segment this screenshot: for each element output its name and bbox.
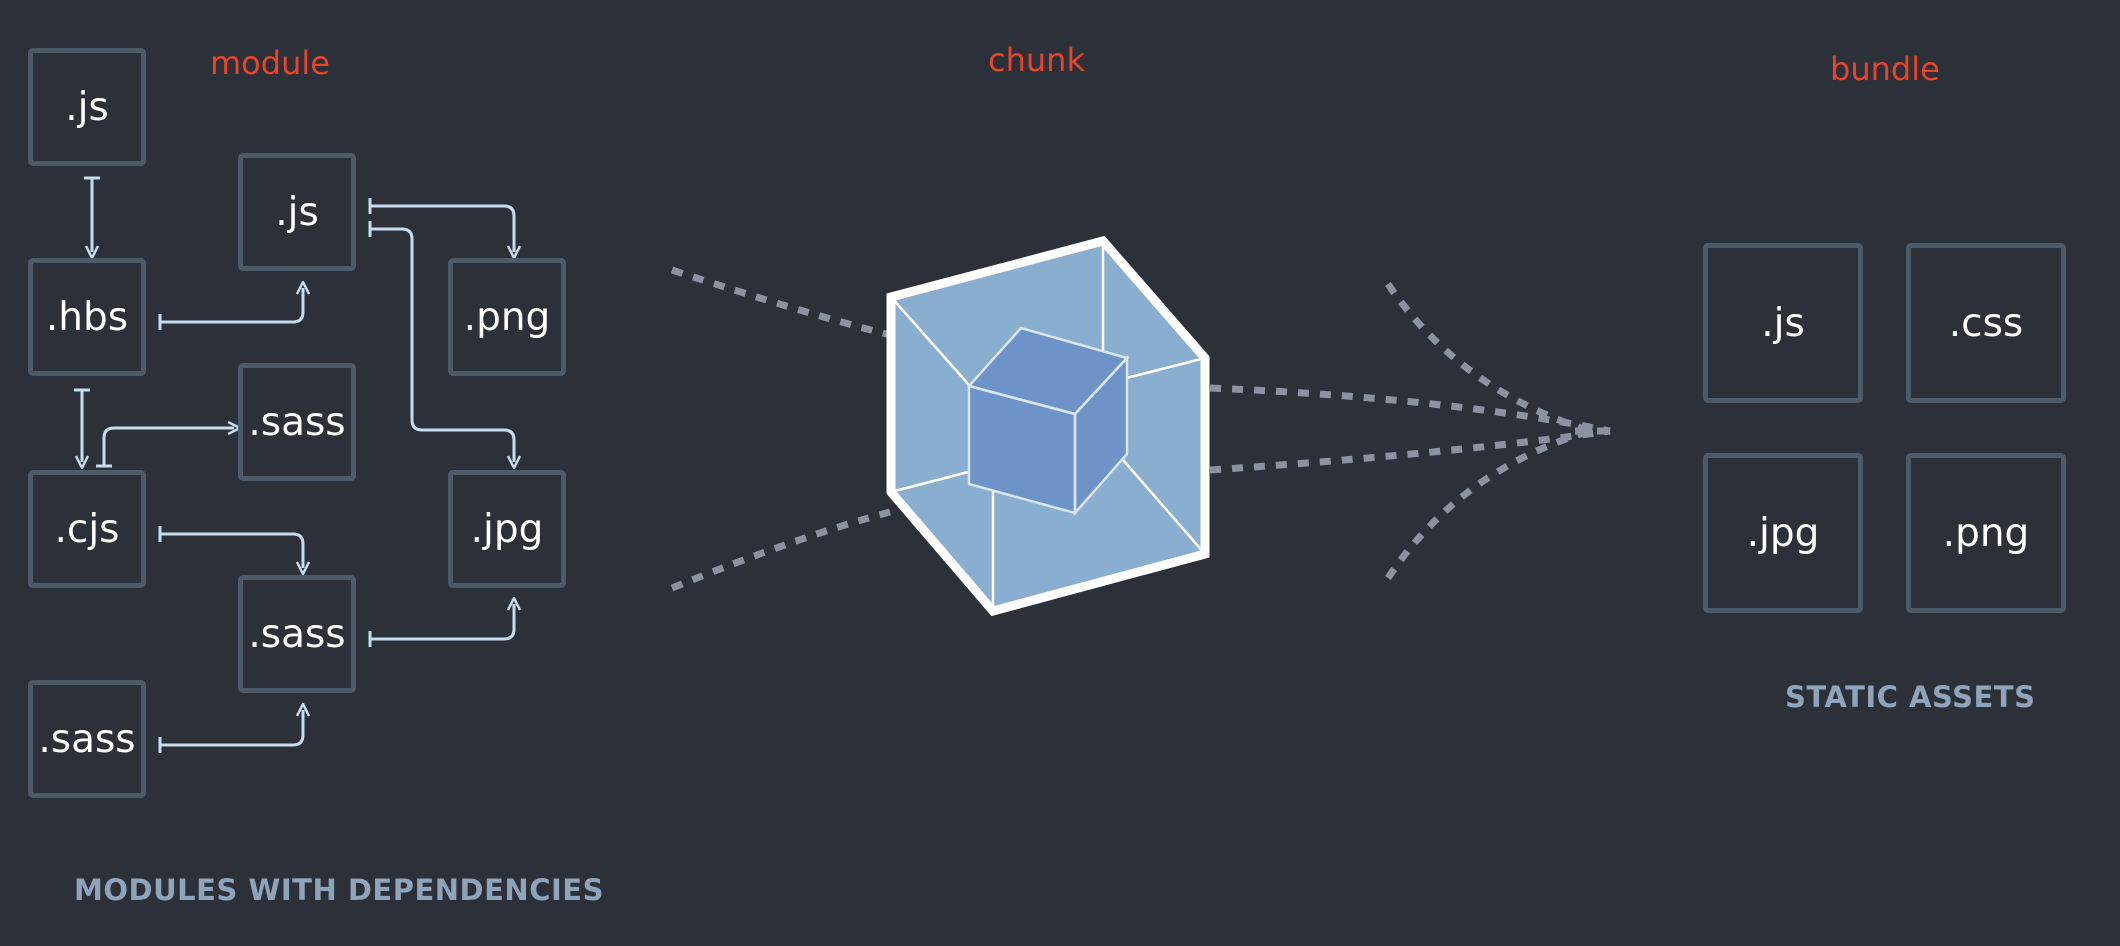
dotted-arc-top bbox=[1385, 282, 1592, 435]
arrow-sass-to-sass bbox=[160, 710, 303, 747]
arrow-cjs-to-sass bbox=[102, 428, 234, 466]
chunk-cube bbox=[886, 235, 1210, 617]
module-box-cjs: .cjs bbox=[28, 470, 146, 588]
module-box-jpg: .jpg bbox=[448, 470, 566, 588]
arrow-js-to-jpg bbox=[370, 227, 514, 462]
dotted-lines bbox=[670, 266, 1612, 592]
asset-box-jpg: .jpg bbox=[1703, 453, 1863, 613]
bundle-label: bundle bbox=[1830, 50, 1940, 88]
dotted-arc-bottom bbox=[1385, 427, 1592, 580]
dotted-out-top bbox=[1209, 384, 1611, 435]
modules-caption: MODULES WITH DEPENDENCIES bbox=[74, 873, 604, 907]
chunk-label: chunk bbox=[988, 41, 1085, 79]
module-box-hbs: .hbs bbox=[28, 258, 146, 376]
asset-box-css: .css bbox=[1906, 243, 2066, 403]
module-label: module bbox=[210, 44, 330, 82]
arrow-sass-to-jpg bbox=[370, 604, 514, 641]
asset-box-js: .js bbox=[1703, 243, 1863, 403]
module-box-js-top: .js bbox=[28, 48, 146, 166]
module-box-sass-bottom-left: .sass bbox=[28, 680, 146, 798]
module-box-js-mid: .js bbox=[238, 153, 356, 271]
arrow-hbs-to-js bbox=[160, 288, 303, 324]
module-box-png: .png bbox=[448, 258, 566, 376]
dotted-out-bottom bbox=[1209, 427, 1611, 474]
dependency-arrows bbox=[74, 176, 514, 753]
inner-cube bbox=[966, 326, 1130, 517]
dotted-in-bottom bbox=[670, 508, 891, 592]
asset-box-png: .png bbox=[1906, 453, 2066, 613]
dotted-in-top bbox=[670, 266, 891, 339]
module-box-sass-mid: .sass bbox=[238, 363, 356, 481]
assets-caption: STATIC ASSETS bbox=[1785, 680, 2036, 714]
arrow-js-to-png bbox=[370, 204, 514, 252]
arrow-cjs-to-sass-low bbox=[160, 532, 303, 568]
module-box-sass-low: .sass bbox=[238, 575, 356, 693]
